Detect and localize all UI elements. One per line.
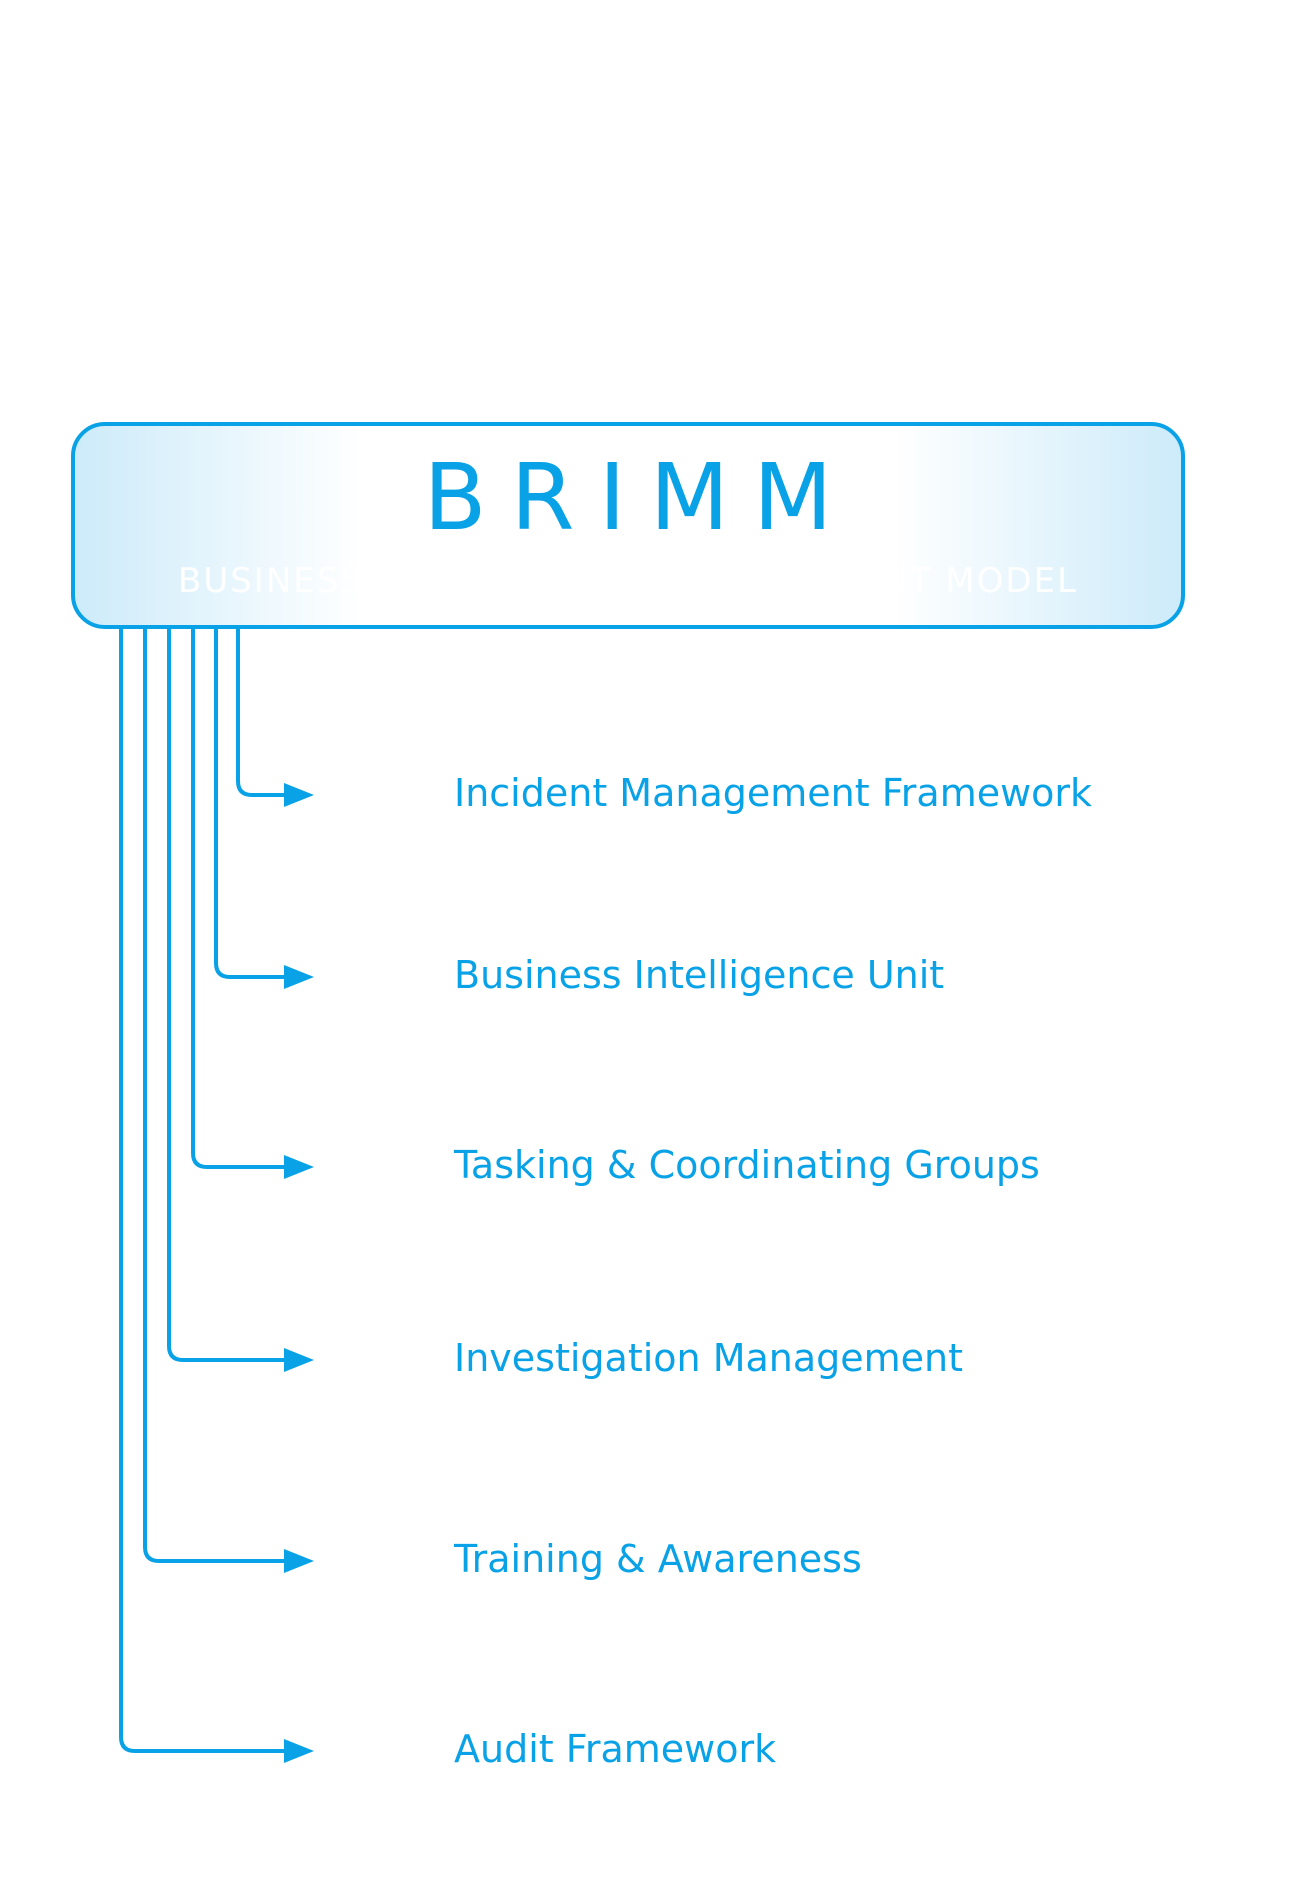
arrowhead-incident-management-framework xyxy=(284,783,314,807)
connector-business-intelligence-unit xyxy=(214,629,290,979)
item-audit-framework: Audit Framework xyxy=(454,1727,777,1771)
connector-training-awareness xyxy=(143,629,290,1563)
connector-incident-management-framework xyxy=(236,629,290,797)
arrowhead-training-awareness xyxy=(284,1549,314,1573)
arrowhead-tasking-coordinating-groups xyxy=(284,1155,314,1179)
item-investigation-management: Investigation Management xyxy=(454,1336,964,1380)
item-business-intelligence-unit: Business Intelligence Unit xyxy=(454,953,945,997)
item-incident-management-framework: Incident Management Framework xyxy=(454,771,1093,815)
item-tasking-coordinating-groups: Tasking & Coordinating Groups xyxy=(454,1143,1040,1187)
item-training-awareness: Training & Awareness xyxy=(454,1537,862,1581)
connector-investigation-management xyxy=(167,629,290,1362)
header-subtitle: BUSINESS RISK INCIDENT MANAGEMENT MODEL xyxy=(178,561,1078,601)
arrowhead-business-intelligence-unit xyxy=(284,965,314,989)
arrowhead-investigation-management xyxy=(284,1348,314,1372)
arrowhead-audit-framework xyxy=(284,1739,314,1763)
connector-audit-framework xyxy=(119,629,290,1753)
header-title: BRIMM xyxy=(423,444,857,551)
connector-tasking-coordinating-groups xyxy=(191,629,290,1169)
header-box: BRIMM BUSINESS RISK INCIDENT MANAGEMENT … xyxy=(71,422,1185,629)
